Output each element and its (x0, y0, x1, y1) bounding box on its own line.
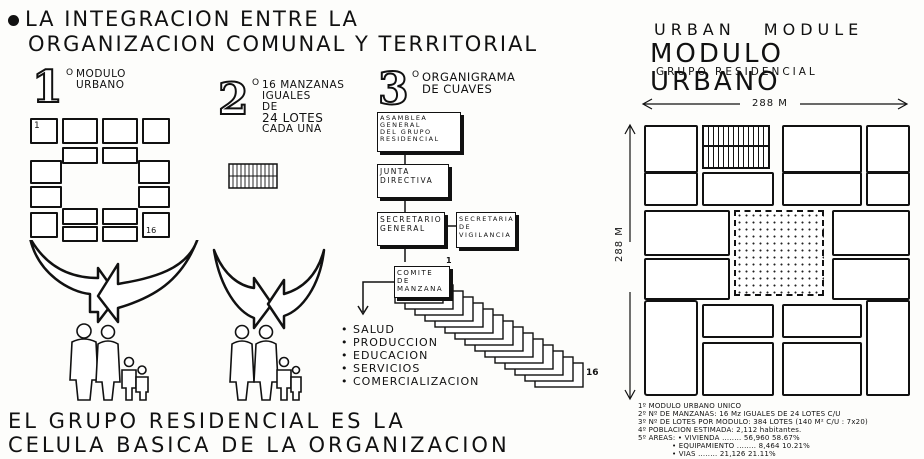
family-figures-icon-2 (229, 324, 302, 401)
committee-stack-first: 1 (446, 256, 452, 265)
org-box-vigilance-secretary: SECRETARIA DE VIGILANCIA (456, 212, 516, 248)
step-3-label: ORGANIGRAMA DE CUAVES (422, 70, 516, 96)
vertical-dimension-line (624, 123, 636, 401)
step-1-label: MODULO URBANO (76, 68, 126, 91)
central-park-area (734, 210, 824, 296)
committee-stack-last: 16 (586, 368, 599, 378)
committee-item: • EDUCACION (341, 349, 429, 362)
block-label-16: 16 (146, 226, 157, 235)
step-1-ordinal: o (66, 68, 74, 78)
org-box-board: JUNTA DIRECTIVA (377, 164, 449, 198)
step-3-number: 3 (377, 64, 410, 115)
right-heading-en: URBAN MODULE (654, 20, 864, 39)
title-line-1: LA INTEGRACION ENTRE LA (8, 8, 359, 30)
committee-item: • SERVICIOS (341, 362, 421, 375)
bottom-caption-line-2: CELULA BASICA DE LA ORGANIZACION (8, 433, 510, 457)
step-1-number: 1 (31, 62, 64, 113)
org-box-general-assembly: ASAMBLEA GENERAL DEL GRUPO RESIDENCIAL (377, 112, 461, 152)
org-box-secretary-general: SECRETARIO GENERAL (377, 212, 445, 246)
module-legend: 1º MODULO URBANO UNICO 2º Nº DE MANZANAS… (638, 402, 868, 458)
title-bullet (8, 14, 19, 26)
bottom-caption-line-1: EL GRUPO RESIDENCIAL ES LA (8, 409, 406, 433)
step-2-number: 2 (217, 74, 250, 125)
committee-branch-arrow (357, 281, 395, 316)
committee-item: • COMERCIALIZACION (341, 375, 480, 388)
step-2-label: 16 MANZANAS IGUALES DE 24 LOTES CADA UNA (262, 79, 345, 135)
lot-subdivision-block (702, 125, 770, 169)
horizontal-dimension-line (641, 98, 909, 110)
committee-list: • SALUD • PRODUCCION • EDUCACION • SERVI… (341, 323, 479, 388)
right-subheading: GRUPO RESIDENCIAL (656, 66, 818, 78)
committee-item: • SALUD (341, 323, 395, 336)
funnel-arrows (29, 240, 326, 330)
step-3-ordinal: o (412, 70, 420, 80)
right-heading-es: MODULO URBANO (650, 39, 784, 97)
org-box-block-committee: COMITE DE MANZANA (394, 266, 450, 298)
vertical-dimension-label: 288 m (614, 226, 625, 262)
block-24-lots-icon (228, 163, 278, 189)
committee-item: • PRODUCCION (341, 336, 438, 349)
step-2-ordinal: o (252, 78, 260, 88)
horizontal-dimension-label: 288 m (752, 98, 788, 109)
title-line-2: ORGANIZACION COMUNAL Y TERRITORIAL (28, 32, 539, 56)
block-label-1: 1 (34, 121, 40, 131)
family-figures-icon-1 (69, 323, 149, 401)
